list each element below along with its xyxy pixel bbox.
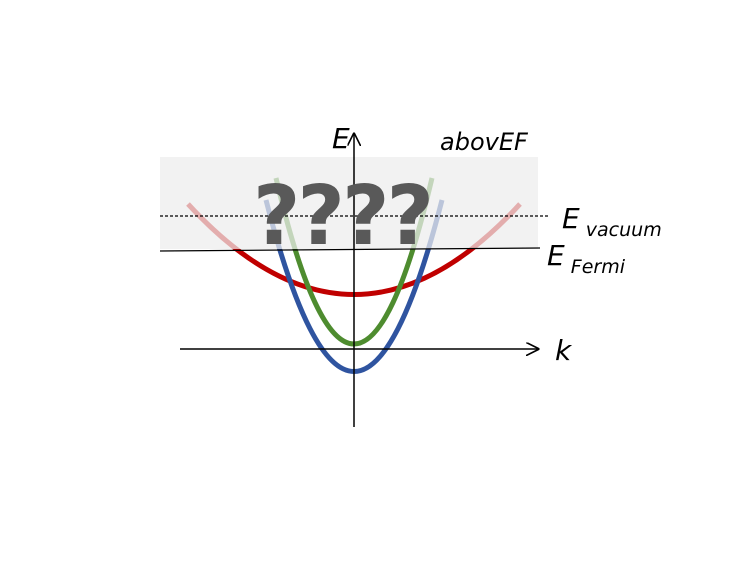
above-fermi-region (160, 157, 538, 249)
vacuum-level-label: E vacuum (562, 202, 662, 241)
vacuum-level-subscript: vacuum (586, 219, 662, 241)
fermi-level-label: E Fermi (547, 239, 626, 278)
momentum-axis-label: k (555, 334, 573, 367)
vacuum-level-main: E (562, 202, 580, 235)
fermi-level-line (159, 247, 541, 252)
red-band-faded (186, 202, 522, 249)
unknown-question-marks: ???? (253, 169, 431, 264)
above-fermi-label: abovEF (440, 128, 529, 156)
fermi-level-subscript: Fermi (571, 256, 626, 278)
fermi-level-main: E (547, 239, 565, 272)
energy-axis-label: E (332, 122, 350, 155)
